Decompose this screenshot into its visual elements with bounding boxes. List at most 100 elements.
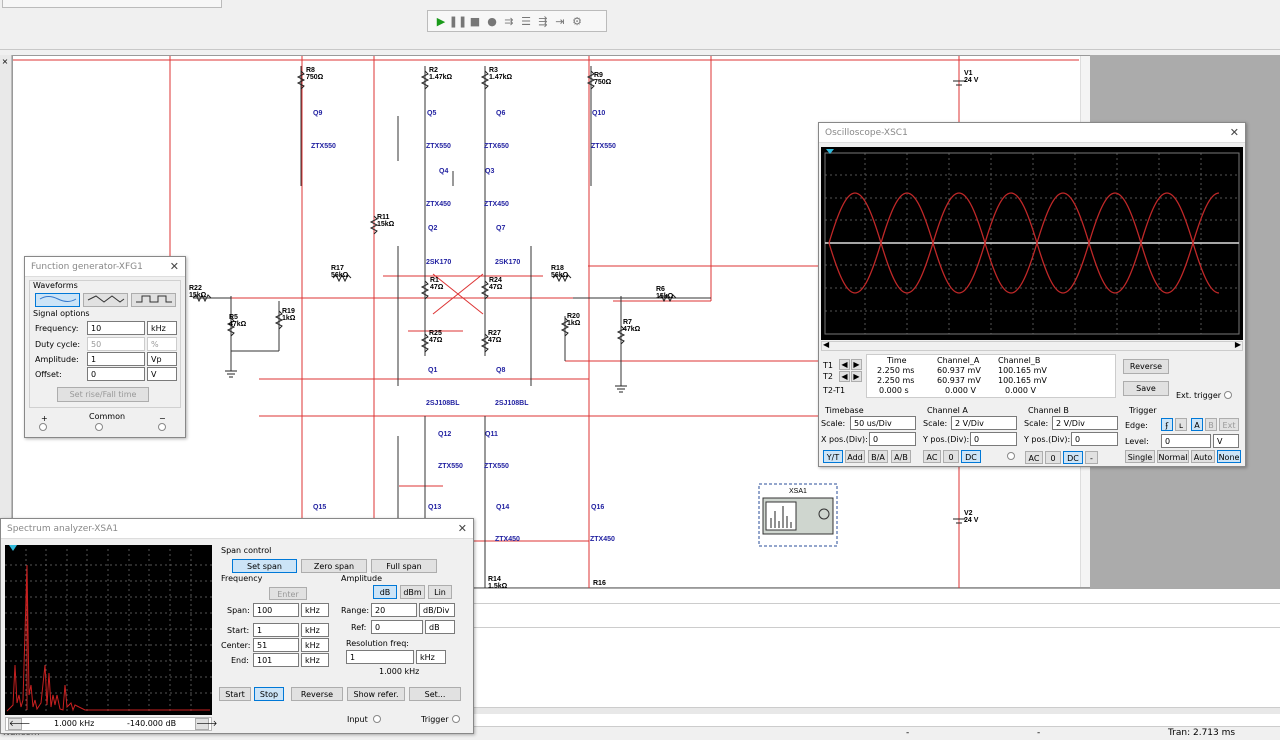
- level-unit[interactable]: V: [1213, 434, 1239, 448]
- resolution-unit[interactable]: kHz: [416, 650, 446, 664]
- channel-b-scale-input[interactable]: 2 V/Div: [1052, 416, 1118, 430]
- lin-button[interactable]: Lin: [428, 585, 452, 599]
- ref-input[interactable]: 0: [371, 620, 423, 634]
- channel-b-ac-button[interactable]: AC: [1025, 451, 1043, 464]
- ba-button[interactable]: B/A: [868, 450, 888, 463]
- close-icon[interactable]: ✕: [457, 522, 467, 535]
- full-span-button[interactable]: Full span: [371, 559, 437, 573]
- plus-terminal[interactable]: [39, 423, 47, 431]
- single-button[interactable]: Single: [1125, 450, 1155, 463]
- amplitude-input[interactable]: 1: [87, 352, 145, 366]
- trigger-source-b-button[interactable]: B: [1205, 418, 1217, 431]
- close-icon[interactable]: ✕: [1229, 126, 1239, 139]
- set-span-button[interactable]: Set span: [232, 559, 297, 573]
- frequency-input[interactable]: 10: [87, 321, 145, 335]
- resolution-input[interactable]: 1: [346, 650, 414, 664]
- span-input[interactable]: 100: [253, 603, 299, 617]
- yt-button[interactable]: Y/T: [823, 450, 843, 463]
- stop-button[interactable]: Stop: [254, 687, 284, 701]
- end-input[interactable]: 101: [253, 653, 299, 667]
- level-input[interactable]: 0: [1161, 434, 1211, 448]
- step-icon[interactable]: ⇉: [504, 14, 514, 28]
- channel-a-dc-button[interactable]: DC: [961, 450, 981, 463]
- duty-input[interactable]: 50: [87, 337, 145, 351]
- start-unit[interactable]: kHz: [301, 623, 329, 637]
- probe-icon[interactable]: ●: [487, 14, 497, 28]
- xpos-input[interactable]: 0: [869, 432, 916, 446]
- channel-b-zero-button[interactable]: 0: [1045, 451, 1061, 464]
- offset-input[interactable]: 0: [87, 367, 145, 381]
- end-unit[interactable]: kHz: [301, 653, 329, 667]
- sine-wave-button[interactable]: [35, 293, 80, 307]
- rising-edge-button[interactable]: ʄ: [1161, 418, 1173, 431]
- common-terminal[interactable]: [95, 423, 103, 431]
- zero-span-button[interactable]: Zero span: [301, 559, 367, 573]
- channel-a-scale-input[interactable]: 2 V/Div: [951, 416, 1017, 430]
- stop-icon[interactable]: ■: [469, 14, 481, 28]
- settings-button[interactable]: Set...: [409, 687, 461, 701]
- t2-right-button[interactable]: ▶: [851, 371, 862, 382]
- toolbar-strip[interactable]: [2, 0, 222, 8]
- breakpoint-icon[interactable]: ⇶: [538, 14, 548, 28]
- close-icon[interactable]: ×: [1, 57, 9, 66]
- minus-terminal[interactable]: [158, 423, 166, 431]
- ab-button[interactable]: A/B: [891, 450, 911, 463]
- normal-button[interactable]: Normal: [1157, 450, 1189, 463]
- channel-a-zero-button[interactable]: 0: [943, 450, 959, 463]
- trigger-source-a-button[interactable]: A: [1191, 418, 1203, 431]
- trigger-source-ext-button[interactable]: Ext: [1219, 418, 1239, 431]
- enter-button[interactable]: Enter: [269, 587, 307, 600]
- input-terminal[interactable]: [373, 715, 381, 723]
- channel-a-ypos-input[interactable]: 0: [970, 432, 1017, 446]
- dbm-button[interactable]: dBm: [400, 585, 425, 599]
- cursor-right-button[interactable]: 🡒: [195, 718, 218, 730]
- scope-scrollbar[interactable]: ◀▶: [821, 340, 1243, 351]
- span-unit[interactable]: kHz: [301, 603, 329, 617]
- duty-unit[interactable]: %: [147, 337, 177, 351]
- t2-left-button[interactable]: ◀: [839, 371, 850, 382]
- function-generator-title[interactable]: Function generator-XFG1✕: [25, 257, 185, 277]
- settings-icon[interactable]: ⚙: [572, 14, 582, 28]
- timebase-scale-input[interactable]: 50 us/Div: [850, 416, 916, 430]
- close-icon[interactable]: ✕: [169, 260, 179, 273]
- horizontal-scrollbar[interactable]: [0, 707, 1280, 714]
- db-button[interactable]: dB: [373, 585, 397, 599]
- list-icon[interactable]: ☰: [521, 14, 531, 28]
- range-input[interactable]: 20: [371, 603, 417, 617]
- trigger-terminal[interactable]: [452, 715, 460, 723]
- ref-unit[interactable]: dB: [425, 620, 455, 634]
- triangle-wave-button[interactable]: [83, 293, 128, 307]
- ext-trigger-terminal[interactable]: [1224, 391, 1232, 399]
- falling-edge-button[interactable]: ʟ: [1175, 418, 1187, 431]
- t1-right-button[interactable]: ▶: [851, 359, 862, 370]
- add-button[interactable]: Add: [845, 450, 865, 463]
- offset-unit[interactable]: V: [147, 367, 177, 381]
- channel-b-dc-button[interactable]: DC: [1063, 451, 1083, 464]
- spectrum-display[interactable]: [5, 545, 212, 715]
- range-unit[interactable]: dB/Div: [419, 603, 455, 617]
- channel-b-ypos-input[interactable]: 0: [1071, 432, 1118, 446]
- center-unit[interactable]: kHz: [301, 638, 329, 652]
- reverse-button[interactable]: Reverse: [291, 687, 343, 701]
- pause-icon[interactable]: ❚❚: [448, 14, 468, 28]
- start-input[interactable]: 1: [253, 623, 299, 637]
- save-button[interactable]: Save: [1123, 381, 1169, 396]
- channel-a-terminal[interactable]: [1007, 452, 1015, 460]
- t1-left-button[interactable]: ◀: [839, 359, 850, 370]
- reverse-button[interactable]: Reverse: [1123, 359, 1169, 374]
- center-input[interactable]: 51: [253, 638, 299, 652]
- scope-screen[interactable]: [821, 147, 1243, 340]
- spectrum-analyzer-title[interactable]: Spectrum analyzer-XSA1✕: [1, 519, 473, 539]
- run-icon[interactable]: ▶: [436, 14, 446, 28]
- show-reference-button[interactable]: Show refer.: [347, 687, 405, 701]
- auto-button[interactable]: Auto: [1191, 450, 1215, 463]
- frequency-unit[interactable]: kHz: [147, 321, 177, 335]
- step-over-icon[interactable]: ⇥: [555, 14, 565, 28]
- amplitude-unit[interactable]: Vp: [147, 352, 177, 366]
- channel-a-ac-button[interactable]: AC: [923, 450, 941, 463]
- cursor-left-button[interactable]: 🡐: [8, 718, 31, 730]
- oscilloscope-title[interactable]: Oscilloscope-XSC1✕: [819, 123, 1245, 143]
- square-wave-button[interactable]: [131, 293, 176, 307]
- channel-b-minus-button[interactable]: -: [1085, 451, 1098, 464]
- none-button[interactable]: None: [1217, 450, 1241, 463]
